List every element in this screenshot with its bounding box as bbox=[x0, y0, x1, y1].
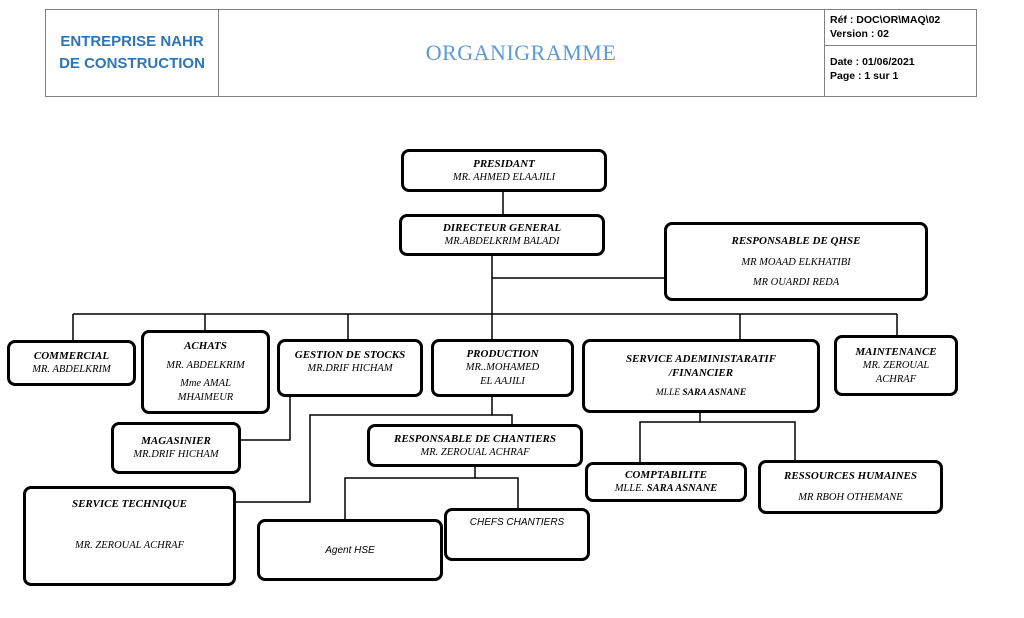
magasinier-box: MAGASINIER MR.DRIF HICHAM bbox=[111, 422, 241, 474]
connector-stocks-magasinier bbox=[241, 397, 291, 441]
comptabilite-name: SARA ASNANE bbox=[646, 483, 718, 494]
maintenance-name-2: ACHRAF bbox=[875, 373, 917, 385]
gestion-stocks-title: GESTION DE STOCKS bbox=[294, 349, 406, 361]
president-title: PRESIDANT bbox=[473, 157, 535, 170]
maintenance-box: MAINTENANCE MR. ZEROUAL ACHRAF bbox=[834, 335, 958, 396]
comptabilite-name-line: MLLE. SARA ASNANE bbox=[615, 482, 718, 496]
chefs-chantiers-box: CHEFS CHANTIERS bbox=[444, 508, 590, 561]
responsable-chantiers-box: RESPONSABLE DE CHANTIERS MR. ZEROUAL ACH… bbox=[367, 424, 583, 467]
qhse-box: RESPONSABLE DE QHSE MR MOAAD ELKHATIBI M… bbox=[664, 222, 928, 301]
responsable-chantiers-name: MR. ZEROUAL ACHRAF bbox=[420, 446, 530, 458]
service-technique-title: SERVICE TECHNIQUE bbox=[71, 498, 188, 510]
ressources-humaines-box: RESSOURCES HUMAINES MR RBOH OTHEMANE bbox=[758, 460, 943, 514]
magasinier-title: MAGASINIER bbox=[141, 435, 211, 447]
reference-label: Réf : DOC\OR\MAQ\02 bbox=[830, 14, 941, 26]
production-title: PRODUCTION bbox=[466, 348, 539, 360]
production-name-1: MR..MOHAMED bbox=[465, 362, 540, 373]
connector-production-technique bbox=[236, 414, 492, 503]
gestion-stocks-name: MR.DRIF HICHAM bbox=[307, 363, 393, 374]
company-name-cell: ENTREPRISE NAHR DE CONSTRUCTION bbox=[46, 10, 219, 96]
admin-finance-name-prefix: MLLE bbox=[655, 388, 683, 398]
connector-admin-rh bbox=[700, 421, 796, 460]
qhse-name-2: MR OUARDI REDA bbox=[752, 276, 840, 288]
comptabilite-name-prefix: MLLE. bbox=[614, 483, 647, 494]
connector-chantiers-hse bbox=[344, 467, 476, 519]
document-header: ENTREPRISE NAHR DE CONSTRUCTION ORGANIGR… bbox=[45, 9, 977, 97]
president-box: PRESIDANT MR. AHMED ELAAJILI bbox=[401, 149, 607, 192]
ressources-humaines-name: MR RBOH OTHEMANE bbox=[798, 492, 903, 503]
director-general-title: DIRECTEUR GENERAL bbox=[442, 222, 562, 234]
production-box: PRODUCTION MR..MOHAMED EL AAJILI bbox=[431, 339, 574, 397]
comptabilite-title: COMPTABILITE bbox=[625, 469, 707, 481]
admin-finance-box: SERVICE ADEMINISTARATIF /FINANCIER MLLE … bbox=[582, 339, 820, 413]
commercial-title: COMMERCIAL bbox=[33, 350, 110, 362]
date-block: Date : 01/06/2021 Page : 1 sur 1 bbox=[824, 46, 976, 92]
service-technique-box: SERVICE TECHNIQUE MR. ZEROUAL ACHRAF bbox=[23, 486, 236, 586]
date-label: Date : 01/06/2021 bbox=[830, 56, 915, 68]
company-name-line2: DE CONSTRUCTION bbox=[59, 55, 205, 72]
qhse-name-1: MR MOAAD ELKHATIBI bbox=[741, 256, 851, 268]
company-name-line1: ENTREPRISE NAHR bbox=[60, 33, 204, 50]
president-name: MR. AHMED ELAAJILI bbox=[452, 171, 556, 183]
connector-production-chantiers bbox=[491, 397, 513, 424]
admin-finance-name-line: MLLE SARA ASNANE bbox=[656, 386, 746, 400]
magasinier-name: MR.DRIF HICHAM bbox=[133, 449, 219, 460]
page-label: Page : 1 sur 1 bbox=[830, 70, 899, 82]
responsable-chantiers-title: RESPONSABLE DE CHANTIERS bbox=[394, 432, 556, 445]
production-name-2: EL AAJILI bbox=[480, 376, 525, 387]
comptabilite-box: COMPTABILITE MLLE. SARA ASNANE bbox=[585, 462, 747, 502]
achats-box: ACHATS MR. ABDELKRIM Mme AMAL MHAIMEUR bbox=[141, 330, 270, 414]
admin-finance-name: SARA ASNANE bbox=[682, 388, 747, 398]
director-general-name: MR.ABDELKRIM BALADI bbox=[444, 236, 560, 247]
admin-finance-title-1: SERVICE ADEMINISTARATIF bbox=[625, 353, 777, 365]
achats-name-2: Mme AMAL bbox=[180, 378, 231, 389]
achats-name-3: MHAIMEUR bbox=[177, 392, 234, 403]
document-title: ORGANIGRAMME bbox=[425, 40, 617, 65]
admin-finance-title-2: /FINANCIER bbox=[668, 367, 734, 379]
document-title-cell: ORGANIGRAMME bbox=[218, 10, 825, 96]
agent-hse-label: Agent HSE bbox=[325, 544, 375, 556]
version-label: Version : 02 bbox=[830, 28, 889, 40]
document-meta-cell: Réf : DOC\OR\MAQ\02 Version : 02 Date : … bbox=[824, 10, 976, 96]
chefs-chantiers-label: CHEFS CHANTIERS bbox=[469, 517, 565, 528]
connector-admin-comptabilite bbox=[639, 413, 701, 462]
service-technique-name: MR. ZEROUAL ACHRAF bbox=[75, 540, 184, 551]
connector-chantiers-chefs bbox=[475, 477, 519, 508]
maintenance-title: MAINTENANCE bbox=[855, 345, 937, 358]
reference-block: Réf : DOC\OR\MAQ\02 Version : 02 bbox=[824, 10, 976, 46]
gestion-stocks-box: GESTION DE STOCKS MR.DRIF HICHAM bbox=[277, 339, 423, 397]
achats-title: ACHATS bbox=[184, 340, 227, 352]
achats-name-1: MR. ABDELKRIM bbox=[166, 360, 245, 371]
ressources-humaines-title: RESSOURCES HUMAINES bbox=[784, 470, 917, 482]
commercial-box: COMMERCIAL MR. ABDELKRIM bbox=[7, 340, 136, 386]
director-general-box: DIRECTEUR GENERAL MR.ABDELKRIM BALADI bbox=[399, 214, 605, 256]
maintenance-name-1: MR. ZEROUAL bbox=[862, 359, 930, 371]
agent-hse-box: Agent HSE bbox=[257, 519, 443, 581]
qhse-title: RESPONSABLE DE QHSE bbox=[731, 234, 861, 247]
commercial-name: MR. ABDELKRIM bbox=[32, 364, 111, 375]
